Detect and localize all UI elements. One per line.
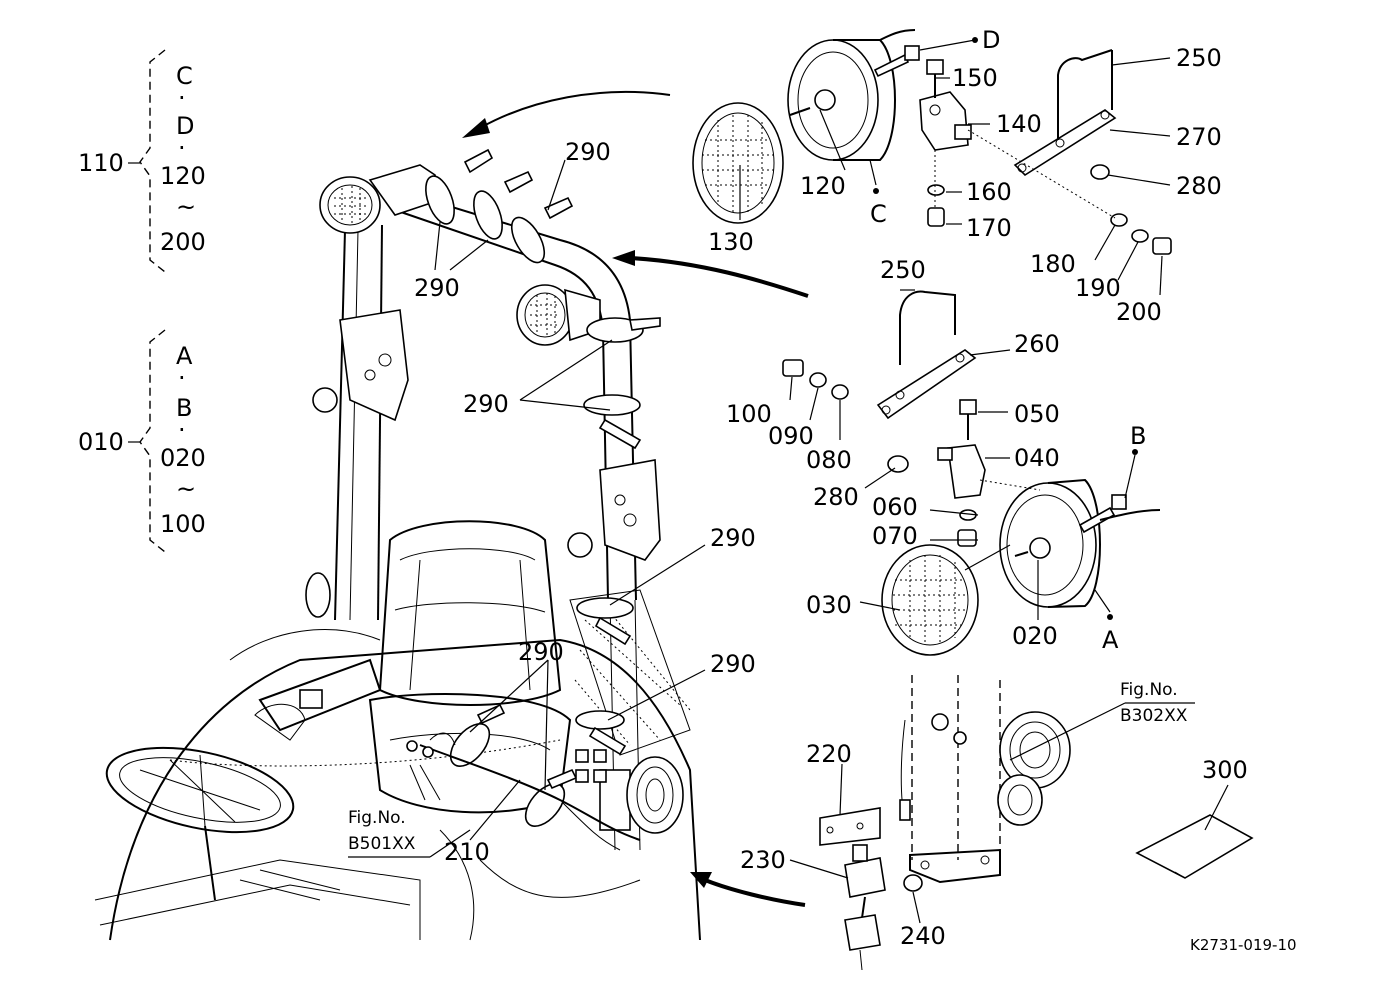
part-label-200: 200 [1116,298,1162,326]
group-110-item: · [178,134,186,162]
fig-reference-left: Fig.No. B501XX [348,808,416,854]
part-label-220: 220 [806,740,852,768]
fig-ref-left-title: Fig.No. [348,808,406,828]
part-label-290: 290 [518,638,564,666]
fig-ref-left-code: B501XX [348,834,416,854]
lamp-assembly-110-drawing [692,29,1172,255]
part-label-290: 290 [710,524,756,552]
group-110-item: D [176,112,194,140]
tractor-body-drawing [94,520,701,941]
group-010-bracket: 010 A · B · 020 ~ 100 [78,329,206,553]
group-010-item: 100 [160,510,206,538]
front-right-work-lamp-drawing [516,284,601,346]
part-label-240: 240 [900,922,946,950]
part-label-100: 100 [726,400,772,428]
fig-ref-right-title: Fig.No. [1120,680,1178,700]
part-label-250: 250 [1176,44,1222,72]
part-label-170: 170 [966,214,1012,242]
part-label-280: 280 [813,483,859,511]
seat-drawing [368,520,572,814]
part-label-040: 040 [1014,444,1060,472]
part-label-090: 090 [768,422,814,450]
part-label-140: 140 [996,110,1042,138]
part-label-190: 190 [1075,274,1121,302]
rops-frame-drawing [312,184,691,851]
part-label-280: 280 [1176,172,1222,200]
group-110-item: 120 [160,162,206,190]
part-label-050: 050 [1014,400,1060,428]
part-label-080: 080 [806,446,852,474]
steering-wheel-drawing [105,746,295,901]
part-label-020: 020 [1012,622,1058,650]
group-010-item: 020 [160,444,206,472]
group-010-item: ~ [176,475,196,503]
group-110-index: 110 [78,149,124,177]
cable-ties-drawing [425,148,661,827]
drawing-code: K2731-019-10 [1190,936,1297,954]
part-label-210: 210 [444,838,490,866]
part-label-070: 070 [872,522,918,550]
part-label-250: 250 [880,256,926,284]
part-label-290: 290 [463,390,509,418]
part-label-300: 300 [1202,756,1248,784]
lamp-assembly-010-drawing [782,290,1161,656]
fig-reference-right: Fig.No. B302XX [1120,680,1188,726]
group-110-item: ~ [176,193,196,221]
lower-post-relay-drawing [819,675,1071,971]
part-label-150: 150 [952,64,998,92]
front-left-work-lamp-drawing [319,164,441,234]
rear-lamp-drawing [626,756,684,834]
part-label-270: 270 [1176,123,1222,151]
group-110-item: · [178,84,186,112]
part-label-A: A [1102,626,1119,654]
part-label-290: 290 [414,274,460,302]
part-label-D: D [982,26,1000,54]
part-label-230: 230 [740,846,786,874]
group-110-item: 200 [160,228,206,256]
group-010-item: A [176,342,193,370]
part-label-060: 060 [872,493,918,521]
group-010-item: B [176,394,192,422]
group-010-item: · [178,364,186,392]
group-110-bracket: 110 C · D · 120 ~ 200 [78,49,206,273]
part-label-120: 120 [800,172,846,200]
part-label-290: 290 [565,138,611,166]
leader-lines [348,37,1229,924]
part-label-130: 130 [708,228,754,256]
sheet-300-drawing [1135,814,1254,879]
part-label-C: C [870,200,887,228]
part-label-260: 260 [1014,330,1060,358]
fig-ref-right-code: B302XX [1120,706,1188,726]
part-label-B: B [1130,422,1146,450]
group-010-index: 010 [78,428,124,456]
part-label-180: 180 [1030,250,1076,278]
part-label-030: 030 [806,591,852,619]
part-label-290: 290 [710,650,756,678]
part-labels: 290 290 290 290 290 290 120 130 C D 150 … [414,26,1248,950]
wire-harness-210-drawing [406,732,641,841]
part-label-160: 160 [966,178,1012,206]
group-010-item: · [178,416,186,444]
direction-arrows [462,90,809,907]
group-110-item: C [176,62,193,90]
